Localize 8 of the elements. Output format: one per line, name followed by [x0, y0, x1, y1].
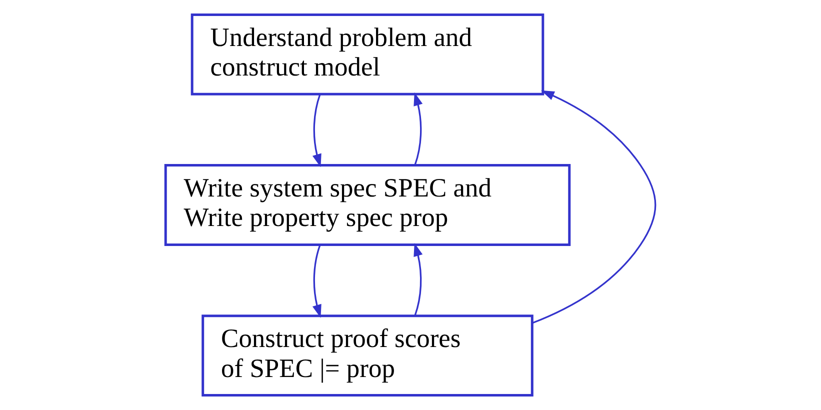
- arrow: [414, 92, 423, 166]
- node-box: Construct proof scores of SPEC |= prop: [202, 314, 534, 397]
- node-box: Understand problem and construct model: [190, 13, 544, 96]
- arrow: [312, 245, 322, 318]
- arrow: [532, 90, 656, 324]
- node-box: Write system spec SPEC and Write property spec prop: [164, 164, 571, 246]
- arrow: [414, 242, 423, 316]
- arrow: [312, 94, 322, 168]
